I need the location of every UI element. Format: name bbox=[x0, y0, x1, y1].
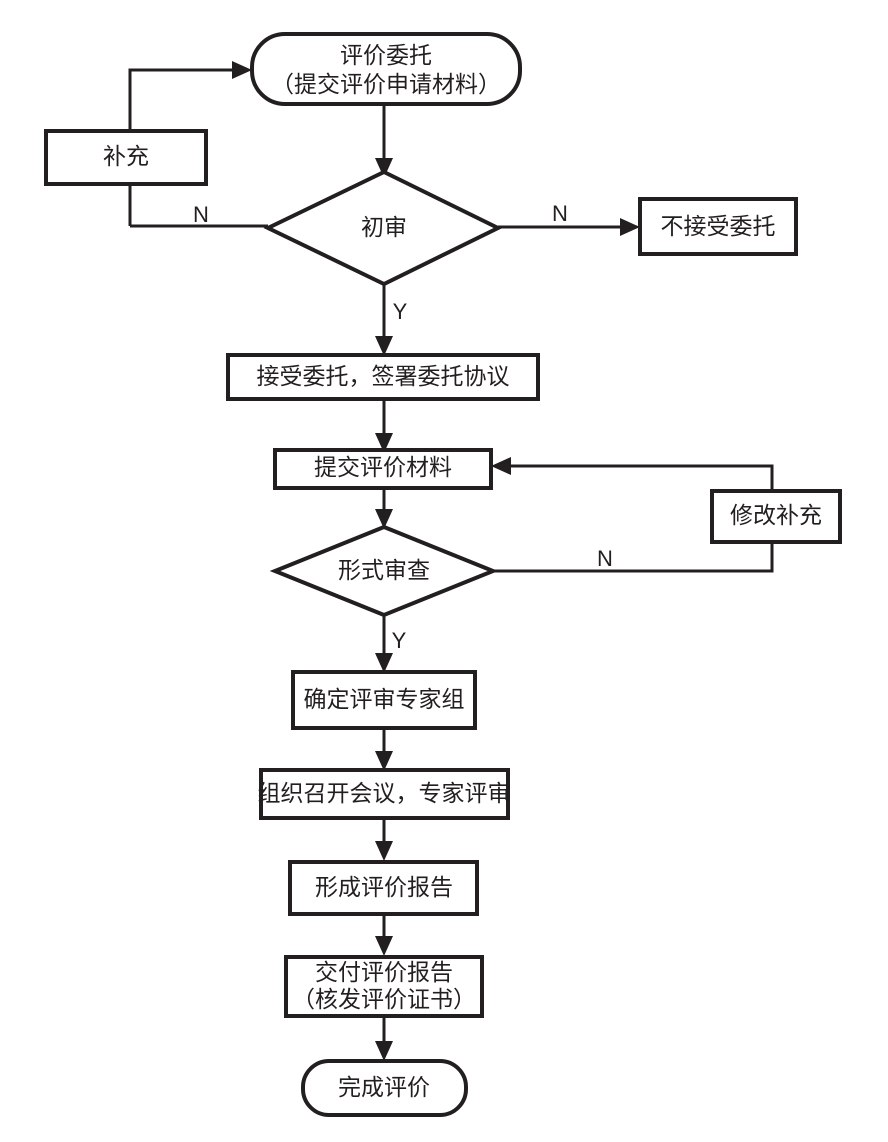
node-submit-materials-shape bbox=[273, 448, 493, 490]
node-submit-materials[interactable]: 提交评价材料 bbox=[273, 448, 493, 490]
node-start[interactable]: 评价委托 （提交评价申请材料） bbox=[250, 32, 522, 106]
edge-label-preliminary-yes: Y bbox=[393, 299, 408, 324]
node-deliver-report[interactable]: 交付评价报告 （核发评价证书） bbox=[284, 955, 484, 1018]
arrowhead-submit-to-formal bbox=[375, 509, 393, 529]
node-finish[interactable]: 完成评价 bbox=[301, 1059, 468, 1117]
arrowhead-deliver-to-finish bbox=[375, 1041, 393, 1061]
node-supplement-shape bbox=[44, 129, 208, 186]
arrowhead-meeting-to-report bbox=[375, 841, 393, 861]
node-supplement-label: 补充 bbox=[103, 143, 149, 169]
node-hold-meeting[interactable]: 组织召开会议，专家评审 bbox=[258, 768, 511, 820]
arrowhead-preliminary-to-reject bbox=[620, 218, 640, 236]
arrowhead-preliminary-to-accept bbox=[375, 336, 393, 356]
arrowhead-report-to-deliver bbox=[375, 936, 393, 956]
arrowhead-accept-to-submit bbox=[375, 433, 393, 453]
arrowhead-formal-to-expert-group bbox=[375, 653, 393, 673]
node-form-report[interactable]: 形成评价报告 bbox=[288, 860, 479, 916]
node-start-shape bbox=[250, 32, 522, 106]
edge-label-formal-no: N bbox=[597, 546, 613, 571]
node-revise-supplement-label: 修改补充 bbox=[730, 502, 822, 528]
arrowhead-expert-to-meeting bbox=[375, 751, 393, 771]
node-submit-materials-label: 提交评价材料 bbox=[314, 454, 452, 480]
node-preliminary-review-label: 初审 bbox=[361, 214, 407, 240]
node-revise-supplement-shape bbox=[710, 489, 842, 544]
node-formal-review-label: 形式审查 bbox=[338, 557, 430, 583]
edge-label-preliminary-no-right: N bbox=[552, 201, 568, 226]
arrowhead-supplement-to-start bbox=[232, 61, 252, 79]
node-formal-review-shape bbox=[269, 524, 499, 618]
node-hold-meeting-label: 组织召开会议，专家评审 bbox=[258, 780, 511, 806]
node-form-report-label: 形成评价报告 bbox=[315, 874, 453, 900]
node-finish-shape bbox=[301, 1059, 468, 1117]
node-formal-review[interactable]: 形式审查 bbox=[269, 524, 499, 618]
node-finish-label: 完成评价 bbox=[338, 1074, 430, 1100]
node-deliver-report-shape bbox=[284, 955, 484, 1018]
edge-label-preliminary-no-left: N bbox=[193, 202, 209, 227]
node-start-label-line1: 评价委托 bbox=[340, 42, 432, 68]
node-revise-supplement[interactable]: 修改补充 bbox=[710, 489, 842, 544]
arrowhead-start-to-preliminary bbox=[375, 158, 393, 178]
node-deliver-report-label-line1: 交付评价报告 bbox=[315, 959, 453, 985]
edge-label-formal-yes: Y bbox=[392, 628, 407, 653]
node-expert-group-label: 确定评审专家组 bbox=[304, 686, 465, 712]
node-preliminary-review-shape bbox=[263, 169, 503, 287]
node-reject-label: 不接受委托 bbox=[661, 213, 776, 239]
node-hold-meeting-shape bbox=[259, 768, 510, 820]
node-accept-sign-label: 接受委托，签署委托协议 bbox=[257, 363, 510, 389]
node-accept-sign-shape bbox=[226, 353, 540, 401]
node-deliver-report-label-line2: （核发评价证书） bbox=[292, 986, 476, 1012]
arrowhead-revise-to-submit bbox=[491, 457, 511, 475]
node-reject-shape bbox=[638, 197, 798, 256]
node-form-report-shape bbox=[288, 860, 479, 916]
node-expert-group-shape bbox=[291, 670, 477, 730]
node-start-label-line2: （提交评价申请材料） bbox=[271, 71, 501, 97]
node-accept-sign[interactable]: 接受委托，签署委托协议 bbox=[226, 353, 540, 401]
node-expert-group[interactable]: 确定评审专家组 bbox=[291, 670, 477, 730]
node-preliminary-review[interactable]: 初审 bbox=[263, 169, 503, 287]
node-reject[interactable]: 不接受委托 bbox=[638, 197, 798, 256]
node-supplement[interactable]: 补充 bbox=[44, 129, 208, 186]
